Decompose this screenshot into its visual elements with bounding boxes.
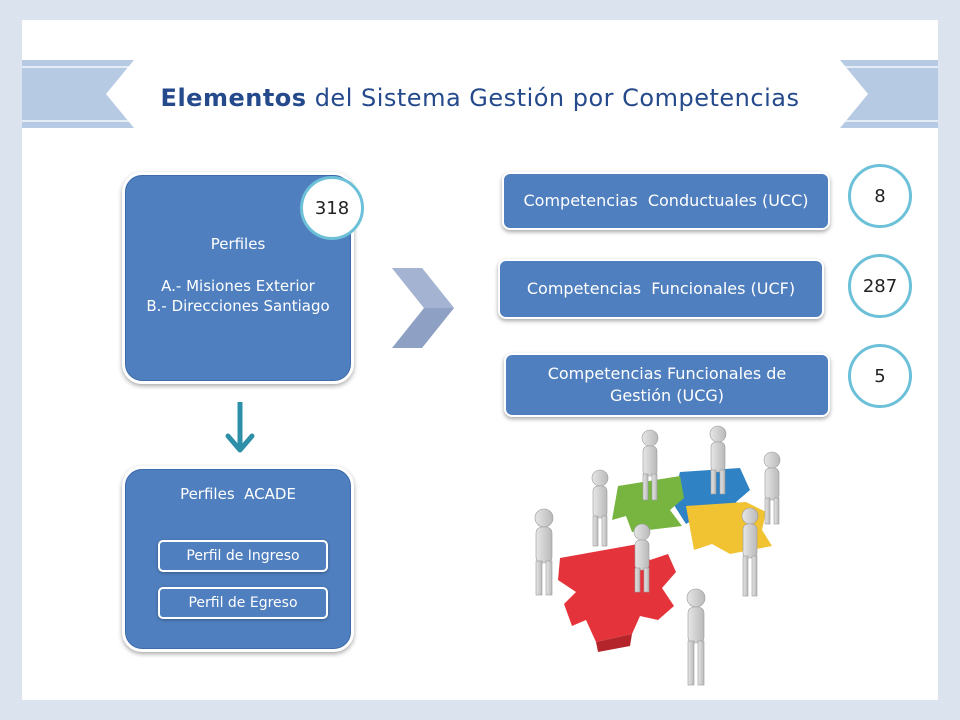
acade-heading: Perfiles ACADE: [180, 485, 296, 503]
perfiles-line1: A.- Misiones Exterior: [161, 277, 315, 295]
competencia-ucf-count-badge: 287: [848, 254, 912, 318]
chevron-right-icon: [392, 268, 454, 348]
title-rest: del Sistema Gestión por Competencias: [306, 84, 800, 112]
title-banner: [22, 60, 938, 128]
perfil-egreso-pill: Perfil de Egreso: [158, 587, 328, 619]
competencia-ucg-box: Competencias Funcionales de Gestión (UCG…: [504, 353, 830, 417]
competencia-ucc-count: 8: [874, 185, 886, 207]
competencia-ucg-count-badge: 5: [848, 344, 912, 408]
perfiles-box: Perfiles A.- Misiones Exterior B.- Direc…: [122, 172, 354, 384]
page-title: Elementos del Sistema Gestión por Compet…: [0, 84, 960, 112]
competencia-ucf-count: 287: [862, 275, 898, 297]
competencia-ucf-box: Competencias Funcionales (UCF): [498, 259, 824, 319]
competencia-ucg-label: Competencias Funcionales de Gestión (UCG…: [547, 364, 787, 405]
competencia-ucc-count-badge: 8: [848, 164, 912, 228]
perfiles-line2: B.- Direcciones Santiago: [146, 297, 330, 315]
perfiles-count-badge: 318: [300, 176, 364, 240]
competencia-ucg-count: 5: [874, 365, 886, 387]
perfiles-count: 318: [314, 197, 350, 219]
competencia-ucc-box: Competencias Conductuales (UCC): [502, 172, 830, 230]
competencia-ucc-label: Competencias Conductuales (UCC): [523, 191, 809, 210]
title-bold: Elementos: [160, 84, 307, 112]
perfiles-heading: Perfiles: [210, 235, 266, 253]
down-arrow-icon: [225, 402, 255, 453]
puzzle-team-illustration: [534, 425, 781, 686]
perfil-ingreso-pill: Perfil de Ingreso: [158, 540, 328, 572]
competencia-ucf-label: Competencias Funcionales (UCF): [526, 279, 796, 298]
